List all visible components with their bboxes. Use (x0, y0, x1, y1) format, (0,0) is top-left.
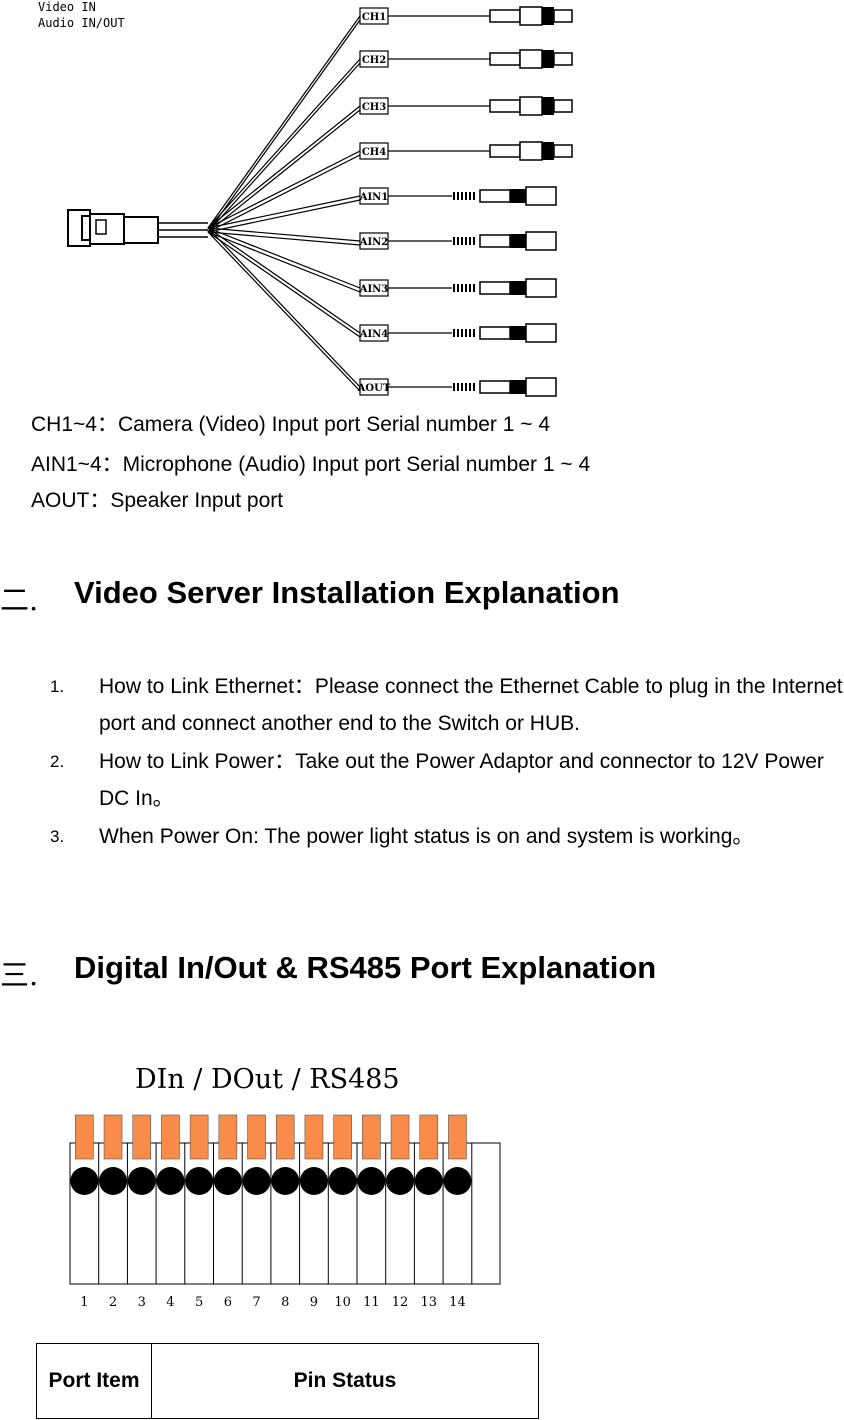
terminal-pin-tab (103, 1114, 123, 1160)
terminal-pin-number: 8 (281, 1295, 289, 1310)
terminal-screw (242, 1167, 271, 1195)
terminal-pin-number: 6 (224, 1295, 232, 1310)
terminal-pin-number: 4 (166, 1295, 174, 1310)
terminal-screw (185, 1167, 214, 1195)
terminal-screw (414, 1167, 443, 1195)
list-item: 3. When Power On: The power light status… (50, 818, 844, 898)
cable-header-line: Video IN (38, 0, 96, 14)
header-pin-status: Pin Status (151, 1343, 539, 1419)
connector-ch4: CH4 (359, 141, 573, 161)
section-3-number: 三. (0, 958, 39, 992)
list-item-number: 2. (50, 752, 65, 771)
terminal-pin-number: 5 (195, 1295, 203, 1310)
terminal-pin-number: 7 (252, 1295, 260, 1310)
legend-ain: AIN1~4：Microphone (Audio) Input port Ser… (31, 453, 591, 476)
connector-ain4: AIN4 (359, 323, 557, 343)
connector-label: AIN1 (359, 192, 389, 203)
terminal-pin-number: 1 (80, 1295, 88, 1310)
list-item-text: How to Link Ethernet：Please connect the … (99, 675, 843, 735)
section-3-title: Digital In/Out & RS485 Port Explanation (74, 950, 657, 985)
legend-aout: AOUT：Speaker Input port (31, 489, 284, 512)
connector-label: CH1 (362, 12, 386, 23)
connector-ch2: CH2 (359, 49, 573, 69)
list-item: 2. How to Link Power：Take out the Power … (50, 743, 844, 823)
legend-ch: CH1~4：Camera (Video) Input port Serial n… (31, 413, 551, 436)
connector-label: CH3 (362, 102, 386, 113)
cable-header-line: Audio IN/OUT (38, 16, 125, 30)
terminal-pin-number: 9 (310, 1295, 318, 1310)
terminal-pin-tab (390, 1114, 410, 1160)
terminal-pin-number: 14 (449, 1295, 466, 1310)
terminal-pin-number: 13 (420, 1295, 437, 1310)
terminal-pin-tab (247, 1114, 266, 1160)
connector-ch1: CH1 (359, 6, 573, 26)
terminal-screw (443, 1167, 472, 1195)
terminal-pin-number: 12 (392, 1295, 409, 1310)
list-item-text: When Power On: The power light status is… (99, 825, 754, 848)
terminal-screw (328, 1167, 357, 1195)
cable-diagram: Video IN Audio IN/OUT CH1CH2CH3CH4AIN1AI… (38, 0, 573, 397)
connector-ch3: CH3 (359, 96, 573, 116)
connector-label: CH4 (362, 147, 386, 158)
terminal-pin-tab (161, 1114, 180, 1160)
terminal-screw (99, 1167, 128, 1195)
section-2-number: 二. (0, 583, 39, 617)
terminal-pin-tab (362, 1114, 381, 1160)
terminal-pin-tab (304, 1114, 324, 1160)
terminal-pin-tab (218, 1114, 238, 1160)
terminal-title: DIn / DOut / RS485 (135, 1064, 400, 1095)
list-item-number: 3. (50, 827, 65, 846)
terminal-screw (299, 1167, 328, 1195)
terminal-screw (213, 1167, 242, 1195)
section-3-heading: 三. Digital In/Out & RS485 Port Explanati… (0, 950, 844, 992)
db-connector (67, 209, 208, 247)
header-port-item: Port Item (36, 1343, 152, 1419)
terminal-pin-tab (419, 1114, 439, 1160)
table-header-row: Port Item Pin Status (36, 1343, 539, 1419)
terminal-pin-tab (275, 1114, 295, 1160)
terminal-pin-tab (75, 1114, 94, 1160)
connector-aout: AOUT (357, 377, 557, 397)
terminal-screw (357, 1167, 386, 1195)
connector-label: AIN3 (359, 284, 389, 295)
list-item-number: 1. (50, 677, 65, 696)
connector-label: AOUT (357, 383, 391, 394)
terminal-pin-tab (132, 1114, 152, 1160)
terminal-pin-number: 10 (334, 1295, 351, 1310)
pin-table: Port Item Pin Status (36, 1343, 539, 1419)
connector-label: AIN4 (359, 329, 389, 340)
terminal-pin-number: 3 (138, 1295, 146, 1310)
terminal-screw (156, 1167, 185, 1195)
connector-ain2: AIN2 (359, 231, 557, 251)
terminal-screw (70, 1167, 99, 1195)
cable-wires (207, 15, 361, 392)
list-item: 1. How to Link Ethernet：Please connect t… (50, 668, 844, 748)
connector-ain3: AIN3 (359, 278, 557, 298)
section-2-title: Video Server Installation Explanation (74, 575, 620, 610)
terminal-screw (127, 1167, 156, 1195)
terminal-screw (271, 1167, 300, 1195)
terminal-screw (386, 1167, 415, 1195)
terminal-pin-tab (189, 1114, 209, 1160)
terminal-pin-number: 11 (363, 1295, 380, 1310)
list-item-text: How to Link Power：Take out the Power Ada… (99, 750, 824, 810)
connector-ain1: AIN1 (359, 186, 557, 206)
terminal-pin-tab (333, 1114, 352, 1160)
terminal-pin-tab (448, 1114, 467, 1160)
connector-label: AIN2 (359, 237, 389, 248)
terminal-pin-number: 2 (109, 1295, 117, 1310)
connector-label: CH2 (362, 55, 386, 66)
section-2-heading: 二. Video Server Installation Explanation (0, 575, 844, 617)
